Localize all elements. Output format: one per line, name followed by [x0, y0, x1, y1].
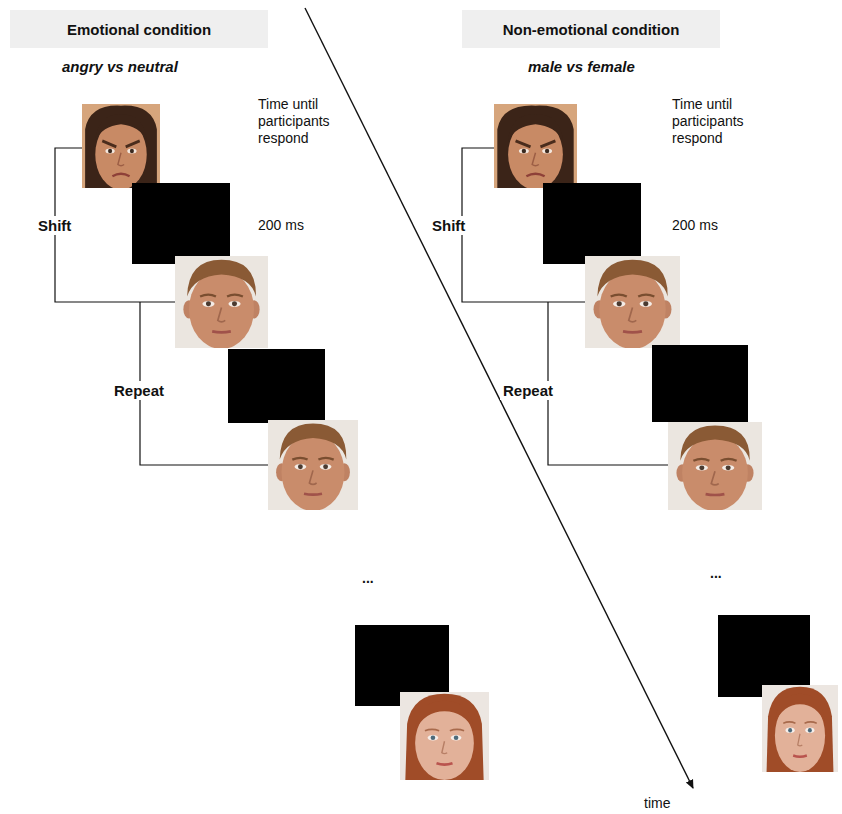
- face-stimulus: [400, 692, 489, 780]
- header-text: Emotional condition: [67, 21, 211, 38]
- ellipsis: ...: [362, 570, 374, 587]
- annotation-text: 200 ms: [258, 217, 304, 234]
- face-stimulus: [175, 256, 268, 349]
- blank-screen: [652, 345, 748, 422]
- trial-type-label: Shift: [35, 216, 74, 235]
- face-stimulus: [268, 420, 358, 511]
- blank-screen: [228, 349, 325, 423]
- time-arrow: [305, 8, 693, 788]
- blank-screen: [718, 615, 810, 697]
- header-text: Non-emotional condition: [503, 21, 680, 38]
- face-stimulus: [762, 685, 838, 772]
- blank-screen: [132, 183, 230, 264]
- ellipsis: ...: [710, 565, 722, 582]
- face-stimulus: [585, 256, 680, 349]
- face-stimulus: [668, 422, 762, 511]
- task-label: male vs female: [528, 58, 635, 75]
- annotation-text: Time until participants respond: [672, 96, 772, 147]
- trial-type-label: Repeat: [500, 381, 556, 400]
- task-label: angry vs neutral: [62, 58, 178, 75]
- face-stimulus: [494, 104, 577, 190]
- condition-header: Emotional condition: [10, 10, 268, 48]
- condition-header: Non-emotional condition: [462, 10, 720, 48]
- annotation-text: time: [644, 795, 670, 812]
- trial-type-label: Repeat: [111, 381, 167, 400]
- annotation-text: Time until participants respond: [258, 96, 358, 147]
- annotation-text: 200 ms: [672, 217, 718, 234]
- trial-type-label: Shift: [429, 216, 468, 235]
- blank-screen: [543, 183, 641, 264]
- face-stimulus: [82, 104, 160, 190]
